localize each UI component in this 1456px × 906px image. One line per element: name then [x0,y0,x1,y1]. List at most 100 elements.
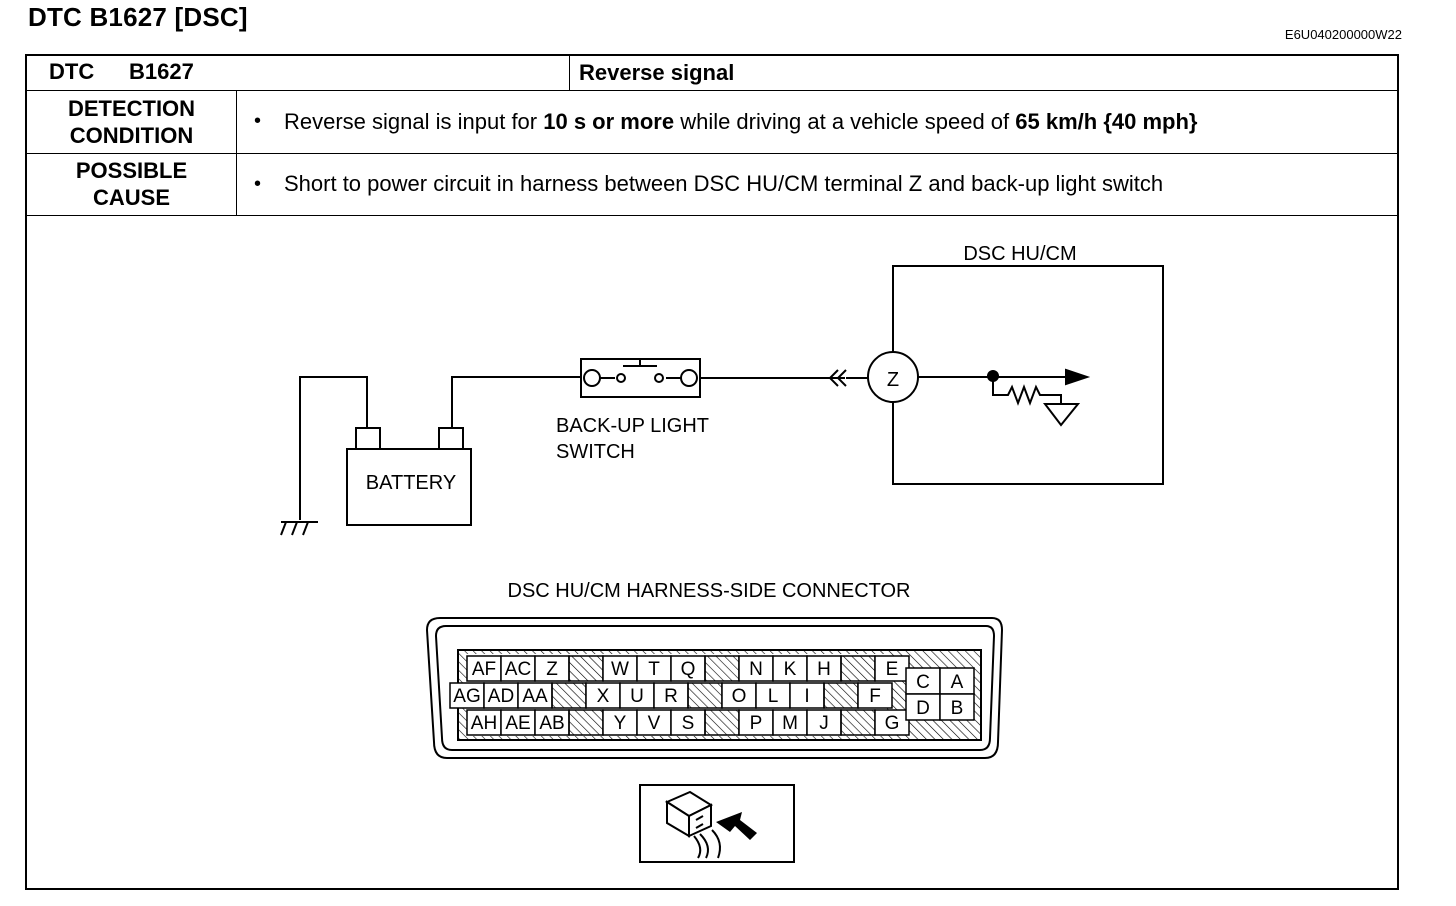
connector-pin-v [636,709,672,736]
connector-pin-label: U [630,686,644,707]
connector-pin-e [874,655,910,682]
battery-icon [346,448,472,526]
signal-arrow-icon [1065,368,1091,386]
dtc-label: DTC [49,59,95,84]
battery-to-switch-wire [451,376,581,428]
connector-pin-f [857,682,893,709]
connector-pin-label: X [597,686,610,707]
detection-condition-text: • Reverse signal is input for 10 s or mo… [254,108,1198,134]
connector-pin-n [738,655,774,682]
connector-pin-label: R [664,686,678,707]
connector-pin-label: D [916,698,930,719]
switch-label-line1: BACK-UP LIGHT [556,415,709,437]
connector-pin-label: AF [472,659,496,680]
connector-pin-t [636,655,672,682]
connector-view-icon-box [639,784,795,863]
connector-pin-ac [500,655,536,682]
connector-pin-label: W [611,659,629,680]
connector-pin-label: G [885,713,900,734]
connector-pin-ad [483,682,519,709]
dsc-hu-cm-box [892,265,1164,485]
connector-pin-z [534,655,570,682]
dtc-row: DTC B1627 Reverse signal [27,56,1397,91]
connector-pin-label: I [804,686,809,707]
resistor-icon [992,376,1062,406]
connector-pin-u [619,682,655,709]
connector-pin-j [806,709,842,736]
connector-pin-label: AA [522,686,548,707]
connector-pin-c [905,667,941,695]
dtc-name: Reverse signal [579,60,735,85]
connector-pin-l [755,682,791,709]
connector-pin-label: N [749,659,763,680]
connector-pin-p [738,709,774,736]
connector-chevron-icon [828,369,839,387]
document-code: E6U040200000W22 [1284,27,1402,42]
connector-pin-label: A [951,672,964,693]
page-title: DTC B1627 [DSC] [28,2,248,32]
connector-pin-label: Y [614,713,627,734]
connector-pin-d [905,693,941,721]
connector-blank-cavity [840,655,876,682]
connector-pin-label: M [782,713,798,734]
connector-pin-label: AH [471,713,497,734]
view-arrow-icon [716,812,757,840]
connector-pin-label: AC [505,659,531,680]
connector-pin-label: P [750,713,763,734]
connector-pin-ab [534,709,570,736]
connector-blank-cavity [704,655,740,682]
connector-pin-label: V [648,713,661,734]
connector-blank-cavity [687,682,723,709]
module-label: DSC HU/CM [963,243,1076,265]
connector-pin-w [602,655,638,682]
connector-pin-label: F [869,686,881,707]
connector-pin-g [874,709,910,736]
connector-pin-label: J [819,713,829,734]
connector-blank-cavity [823,682,859,709]
connector-pin-y [602,709,638,736]
battery-label: BATTERY [366,472,456,494]
connector-pin-o [721,682,757,709]
switch-label-line2: SWITCH [556,441,635,463]
connector-pin-label: AD [488,686,514,707]
connector-pin-label: O [732,686,747,707]
connector-blank-cavity [568,655,604,682]
harness-view-icon [664,790,721,859]
ground-wire [299,376,368,520]
connector-pin-label: T [648,659,660,680]
dtc-code: B1627 [129,59,194,84]
connector-blank-cavity [568,709,604,736]
connector-pin-s [670,709,706,736]
connector-pin-label: B [951,698,964,719]
connector-blank-cavity [551,682,587,709]
connector-pin-label: S [682,713,695,734]
connector-pin-label: H [817,659,831,680]
connector-pin-k [772,655,808,682]
connector-pin-label: K [784,659,797,680]
connector-pin-ag [449,682,485,709]
connector-pin-label: C [916,672,930,693]
connector-blank-cavity [704,709,740,736]
ground-triangle-icon [1042,403,1081,427]
connector-pin-label: Z [546,659,558,680]
connector-pin-x [585,682,621,709]
connector-pin-label: AG [453,686,480,707]
connector-pin-label: AE [505,713,530,734]
connector-pin-q [670,655,706,682]
possible-cause-text: • Short to power circuit in harness betw… [254,171,1164,196]
connector-pin-b [939,693,975,721]
connector-title: DSC HU/CM HARNESS-SIDE CONNECTOR [508,580,911,602]
connector-blank-cavity [840,709,876,736]
connector-pin-label: AB [539,713,564,734]
connector-pin-label: L [768,686,779,707]
terminal-z-label: Z [887,369,899,391]
connector-pin-ah [466,709,502,736]
connector-pin-label: Q [681,659,696,680]
